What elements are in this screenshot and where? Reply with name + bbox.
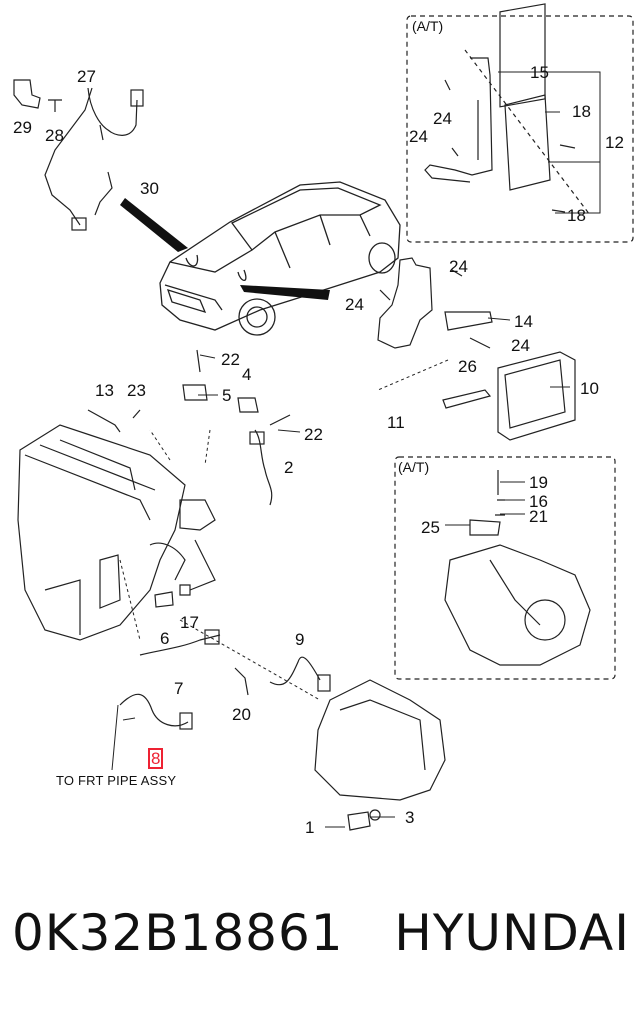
callout-22a: 22 [221, 350, 240, 369]
callout-1: 1 [305, 818, 315, 837]
callout-24c: 24 [449, 257, 468, 276]
callout-18b: 18 [567, 206, 586, 225]
sensor-30 [94, 171, 113, 216]
callout-9: 9 [295, 630, 305, 649]
car-illustration [159, 181, 401, 336]
callout-12: 12 [605, 133, 624, 152]
bolt-28 [48, 99, 62, 112]
callout-4: 4 [242, 365, 252, 384]
callout-3: 3 [405, 808, 415, 827]
callout-7: 7 [174, 679, 184, 698]
diagram-drawing [13, 3, 634, 831]
callout-22b: 22 [304, 425, 323, 444]
callout-23: 23 [127, 381, 146, 400]
callout-26: 26 [458, 357, 477, 376]
parts-diagram: (A/T) (A/T) 27 29 28 30 15 24 24 18 12 1… [13, 3, 634, 837]
callout-11: 11 [387, 413, 405, 432]
callout-14: 14 [514, 312, 533, 331]
callout-30: 30 [140, 179, 159, 198]
callout-29: 29 [13, 118, 32, 137]
at-box-mid-outline [394, 456, 616, 680]
leader-lines [111, 71, 601, 828]
harness-27 [44, 87, 144, 231]
at-box-mid-label: (A/T) [398, 459, 430, 475]
callout-28: 28 [45, 126, 64, 145]
callout-24a: 24 [433, 109, 452, 128]
transmission-at [444, 470, 591, 666]
callout-20: 20 [232, 705, 251, 724]
sensors-middle [87, 349, 331, 730]
part-number: 0K32B18861 [12, 904, 344, 962]
bracket-29 [13, 79, 41, 109]
callout-8-highlighted: 8 [147, 748, 164, 769]
at-box-top-label: (A/T) [412, 18, 444, 34]
callout-24d: 24 [345, 295, 364, 314]
callout-17: 17 [180, 613, 199, 632]
callout-15: 15 [530, 63, 549, 82]
callout-18a: 18 [572, 102, 591, 121]
callout-24b: 24 [409, 127, 428, 146]
tcm-bracket [424, 3, 591, 216]
brand-name: HYUNDAI [394, 904, 630, 962]
callout-24e: 24 [511, 336, 530, 355]
callout-25: 25 [421, 518, 440, 537]
transmission-mt [314, 679, 446, 831]
callout-27: 27 [77, 67, 96, 86]
callout-10: 10 [580, 379, 599, 398]
note-to-frt-pipe: TO FRT PIPE ASSY [56, 773, 177, 788]
ecu-assembly [377, 257, 576, 441]
engine-block [17, 424, 216, 641]
callout-5: 5 [222, 386, 232, 405]
callout-19: 19 [529, 473, 548, 492]
callout-13: 13 [95, 381, 114, 400]
callout-6: 6 [160, 629, 170, 648]
callout-21: 21 [529, 507, 548, 526]
at-box-top-outline [406, 15, 634, 243]
part-footer: 0K32B18861 HYUNDAI [12, 903, 630, 963]
callout-16: 16 [529, 492, 548, 511]
callout-2: 2 [284, 458, 294, 477]
